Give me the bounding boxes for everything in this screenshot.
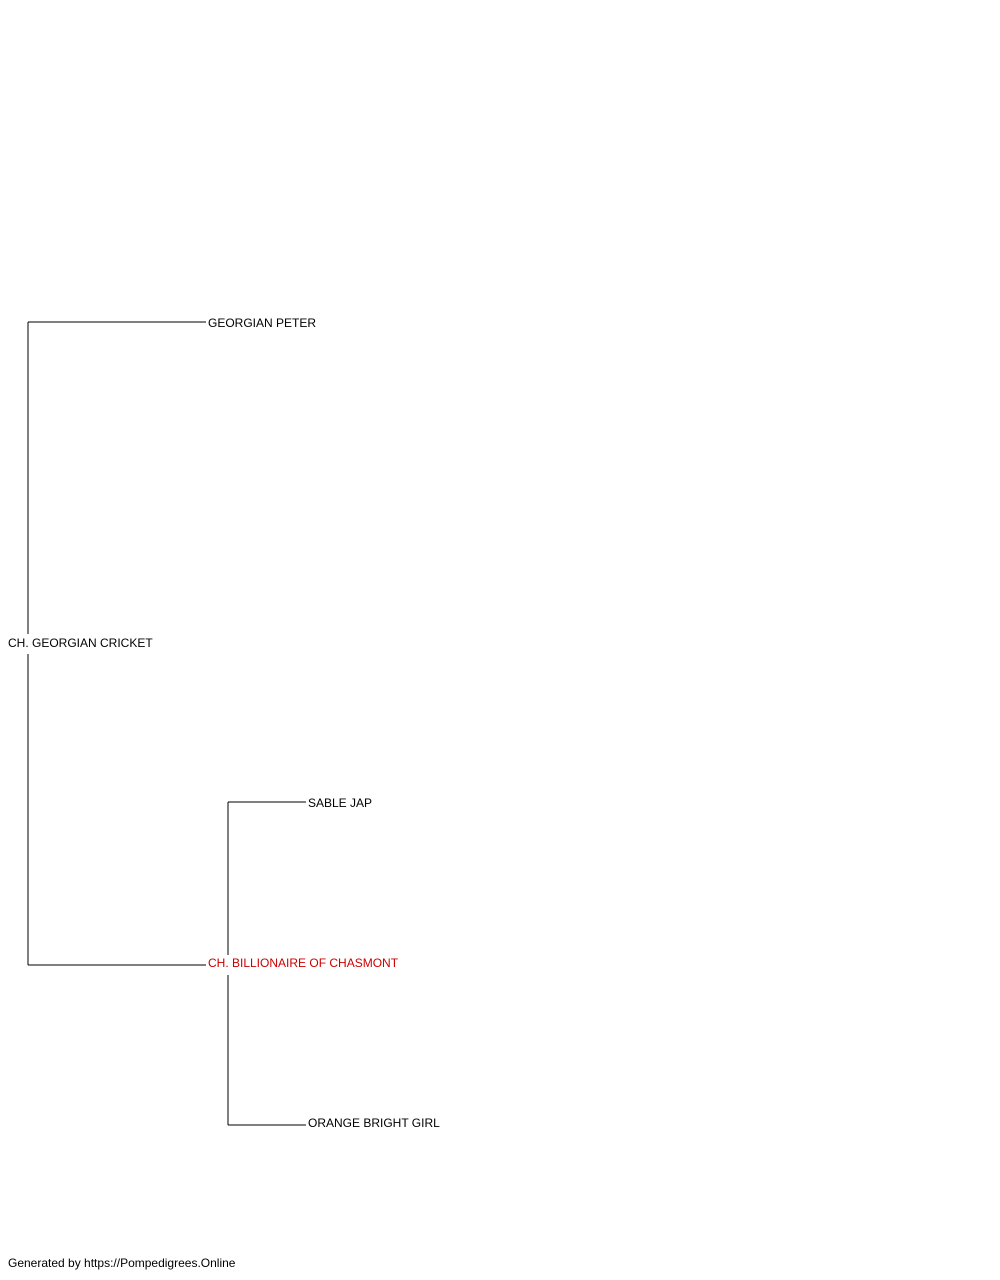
dam-name: CH. BILLIONAIRE OF CHASMONT — [208, 956, 399, 970]
subject-name: CH. GEORGIAN CRICKET — [8, 636, 153, 650]
dam-sire-name: SABLE JAP — [308, 796, 372, 810]
dam-dam-name: ORANGE BRIGHT GIRL — [308, 1116, 440, 1130]
footer-credit: Generated by https://Pompedigrees.Online — [8, 1256, 236, 1270]
sire-name: GEORGIAN PETER — [208, 316, 316, 330]
